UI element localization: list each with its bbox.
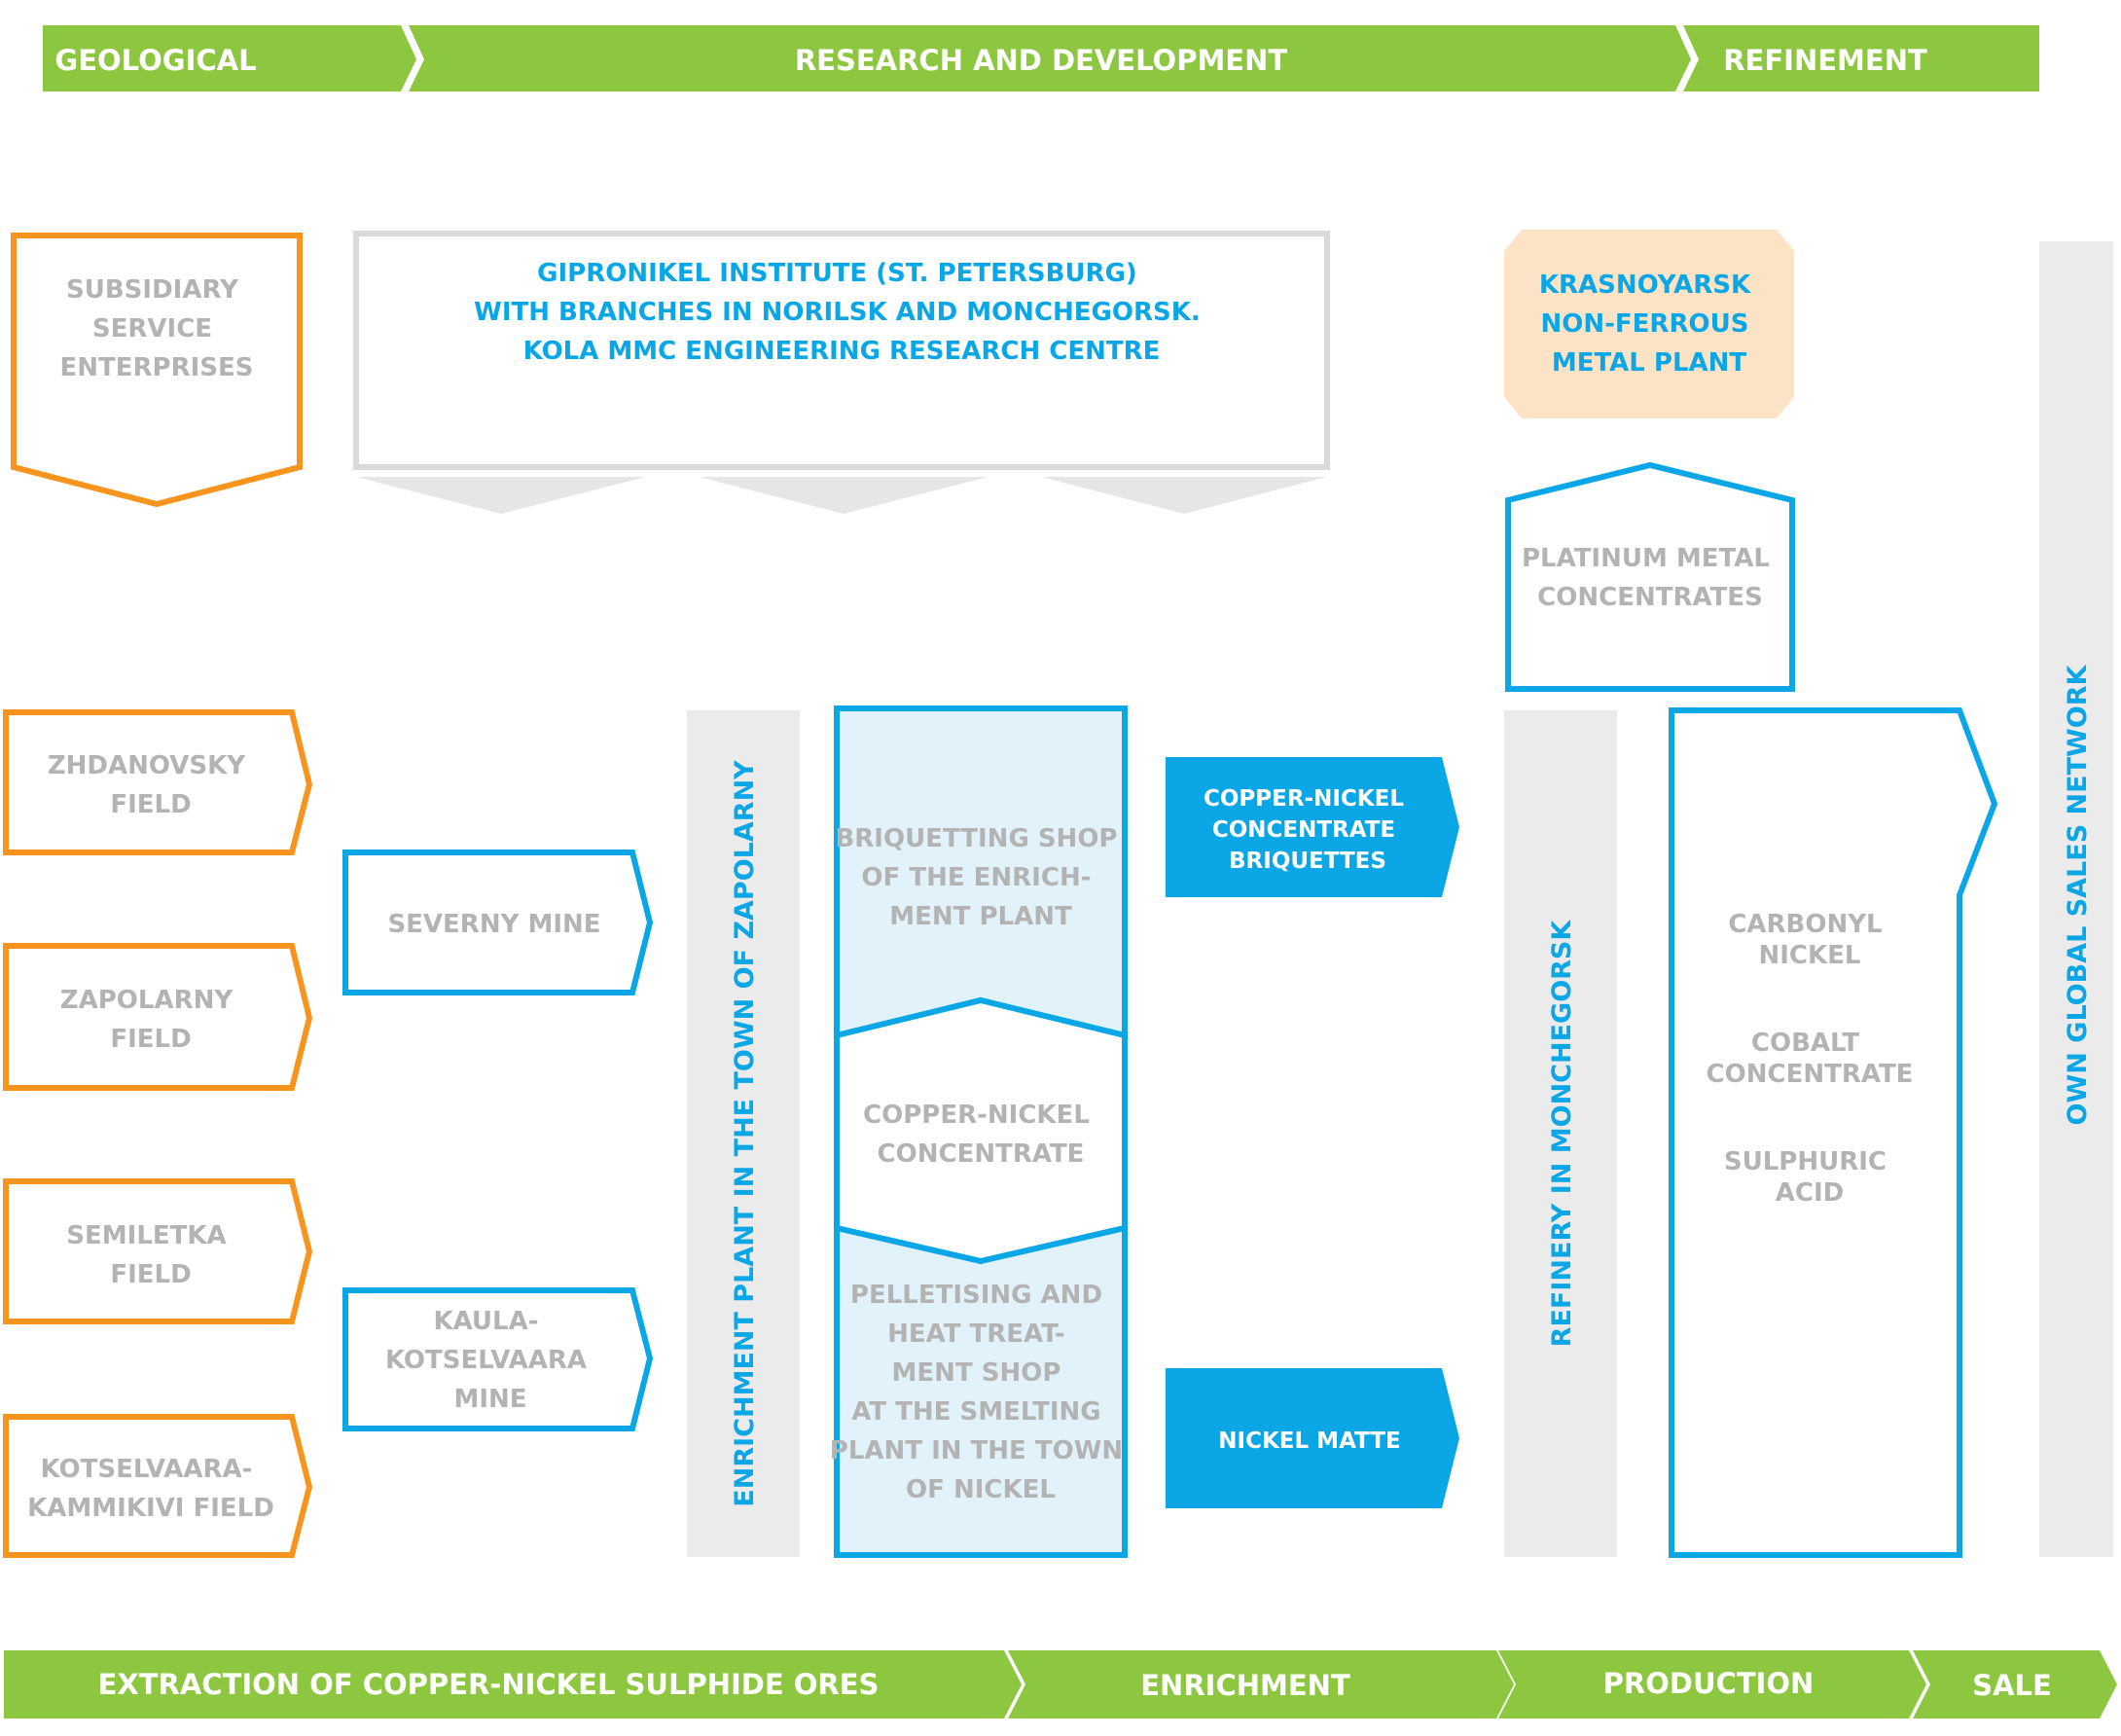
stage-label-research: RESEARCH AND DEVELOPMENT: [795, 44, 1288, 77]
briquettes-arrow: [1166, 757, 1459, 897]
copper-nickel-concentrate-label: COPPER-NICKEL CONCENTRATE: [863, 1101, 1098, 1169]
krasnoyarsk-label: KRASNOYARSK NON-FERROUS METAL PLANT: [1539, 271, 1759, 378]
subsidiary-label: SUBSIDIARY SERVICE ENTERPRISES: [60, 275, 254, 382]
stage-label-enrichment: ENRICHMENT: [1140, 1669, 1350, 1702]
field-kotselvaara-label: KOTSELVAARA- KAMMIKIVI FIELD: [27, 1455, 274, 1523]
field-kotselvaara: [3, 1414, 313, 1558]
briquetting-shop-label: BRIQUETTING SHOP OF THE ENRICH- MENT PLA…: [835, 824, 1126, 931]
nickel-matte-arrow: [1166, 1368, 1459, 1508]
gipronikel-label: GIPRONIKEL INSTITUTE (ST. PETERSBURG) WI…: [474, 259, 1209, 366]
stage-arrow-enrichment: [1008, 1650, 1514, 1718]
sales-network-label: OWN GLOBAL SALES NETWORK: [2063, 664, 2093, 1125]
mine-severny-label: SEVERNY MINE: [387, 910, 600, 939]
gipronikel-pointer-1: [356, 477, 646, 514]
stage-arrow-sale: [1913, 1650, 2117, 1718]
refinery-label: REFINERY IN MONCHEGORSK: [1547, 920, 1577, 1348]
stage-label-production: PRODUCTION: [1603, 1667, 1815, 1700]
refinery-bar: [1504, 710, 1617, 1557]
briquettes-arrow-label: COPPER-NICKEL CONCENTRATE BRIQUETTES: [1204, 786, 1412, 874]
enrichment-plant-label: ENRICHMENT PLANT IN THE TOWN OF ZAPOLARN…: [730, 760, 760, 1507]
stage-arrow-production: [1498, 1650, 1926, 1718]
stage-arrow-refinement: [1683, 25, 2039, 91]
stage-label-refinement: REFINEMENT: [1723, 44, 1927, 77]
field-semiletka-label: SEMILETKA FIELD: [66, 1221, 234, 1289]
product-carbonyl-nickel: CARBONYL NICKEL: [1728, 910, 1890, 970]
field-zhdanovsky: [3, 709, 313, 855]
platinum-box: [1505, 461, 1795, 692]
nickel-matte-arrow-label: NICKEL MATTE: [1218, 1429, 1400, 1454]
stage-arrow-geological: [43, 25, 416, 91]
copper-nickel-concentrate-box: [834, 996, 1128, 1265]
pelletising-shop-box: [834, 1224, 1128, 1558]
stage-arrow-extraction: [4, 1650, 1022, 1718]
sales-network-bar: [2039, 241, 2113, 1557]
gipronikel-pointer-3: [1041, 477, 1327, 514]
field-semiletka: [3, 1178, 313, 1324]
mine-kaula-label: KAULA- KOTSELVAARA MINE: [385, 1307, 595, 1414]
product-sulphuric-acid: SULPHURIC ACID: [1724, 1147, 1895, 1208]
pelletising-shop-label: PELLETISING AND HEAT TREAT- MENT SHOP AT…: [830, 1281, 1132, 1504]
mine-severny: [342, 850, 654, 995]
gipronikel-pointer-2: [699, 477, 989, 514]
mine-kaula: [342, 1287, 654, 1431]
gipronikel-box: [353, 231, 1330, 470]
krasnoyarsk-box: [1504, 230, 1794, 418]
stage-label-geological: GEOLOGICAL: [54, 44, 256, 77]
stage-label-extraction: EXTRACTION OF COPPER-NICKEL SULPHIDE ORE…: [98, 1668, 880, 1701]
stage-arrow-research: [409, 25, 1691, 91]
platinum-label: PLATINUM METAL CONCENTRATES: [1522, 544, 1779, 612]
field-zapolarny-label: ZAPOLARNY FIELD: [60, 986, 242, 1054]
subsidiary-box: [11, 233, 303, 508]
stage-label-sale: SALE: [1972, 1669, 2052, 1702]
field-zhdanovsky-label: ZHDANOVSKY FIELD: [48, 751, 254, 819]
field-zapolarny: [3, 943, 313, 1091]
product-cobalt-concentrate: COBALT CONCENTRATE: [1707, 1029, 1914, 1089]
enrichment-plant-bar: [687, 710, 800, 1557]
refinery-products-box: [1669, 707, 1998, 1558]
